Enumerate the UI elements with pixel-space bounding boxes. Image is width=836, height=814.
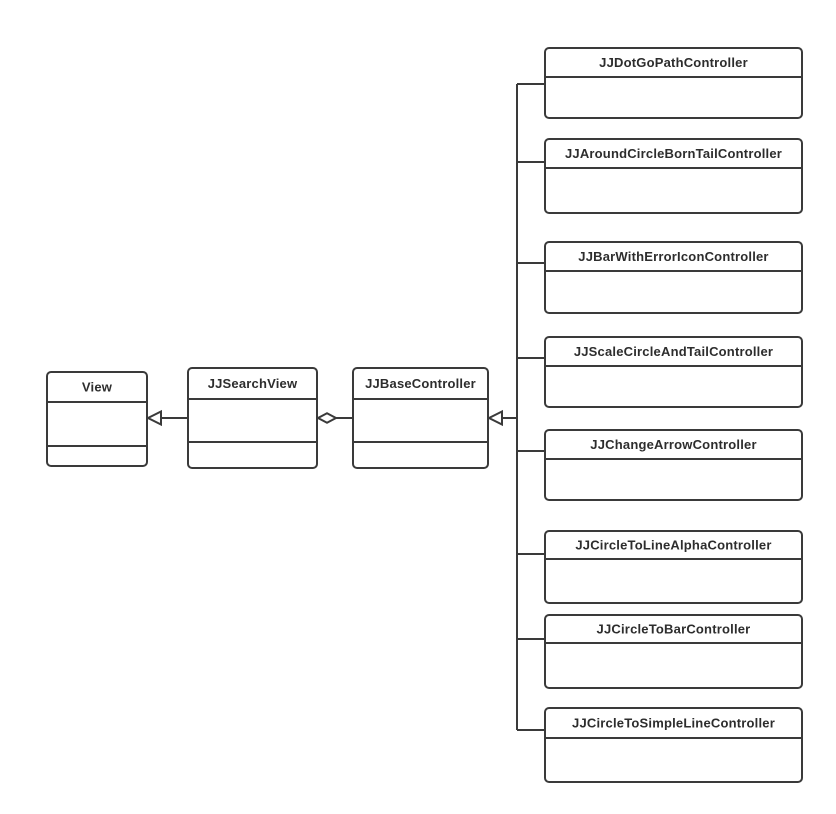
aggregation-diamond-icon: [315, 412, 339, 424]
class-box: [544, 614, 803, 689]
class-title: JJBarWithErrorIconController: [578, 249, 768, 264]
class-jjbarwitherroriconcontroller: JJBarWithErrorIconController: [544, 241, 803, 314]
generalization-searchview-to-view: [145, 409, 188, 427]
class-box: [544, 429, 803, 501]
aggregation-basecontroller-to-searchview: [315, 412, 353, 424]
class-jjbasecontroller: JJBaseController: [352, 367, 489, 469]
class-box: [544, 530, 803, 604]
hollow-triangle-arrow-icon: [145, 409, 162, 427]
class-jjchangearrowcontroller: JJChangeArrowController: [544, 429, 803, 501]
class-title: View: [82, 380, 113, 395]
class-jjcircletolinealphacontroller: JJCircleToLineAlphaController: [544, 530, 803, 604]
class-box: [46, 371, 148, 467]
class-jjaroundcircleborntailcontroller: JJAroundCircleBornTailController: [544, 138, 803, 214]
class-title: JJCircleToLineAlphaController: [575, 538, 771, 553]
class-title: JJAroundCircleBornTailController: [565, 146, 782, 161]
class-title: JJDotGoPathController: [599, 55, 748, 70]
class-jjsearchview: JJSearchView: [187, 367, 318, 469]
class-title: JJCircleToSimpleLineController: [572, 716, 775, 731]
class-box: [544, 47, 803, 119]
class-title: JJBaseController: [365, 376, 476, 391]
class-box: [544, 336, 803, 408]
class-jjdotgopathcontroller: JJDotGoPathController: [544, 47, 803, 119]
class-title: JJScaleCircleAndTailController: [574, 344, 773, 359]
hollow-triangle-arrow-icon: [486, 409, 503, 427]
class-jjcircletosimplelinecontroller: JJCircleToSimpleLineController: [544, 707, 803, 783]
class-box: [544, 138, 803, 214]
generalization-subclasses-to-basecontroller: [486, 83, 545, 731]
class-title: JJCircleToBarController: [597, 622, 751, 637]
class-title: JJChangeArrowController: [590, 437, 756, 452]
class-jjscalecircleandtailcontroller: JJScaleCircleAndTailController: [544, 336, 803, 408]
class-title: JJSearchView: [208, 376, 298, 391]
class-box: [544, 241, 803, 314]
class-jjcircletobarcontroller: JJCircleToBarController: [544, 614, 803, 689]
class-view: View: [46, 371, 148, 467]
class-box: [544, 707, 803, 783]
